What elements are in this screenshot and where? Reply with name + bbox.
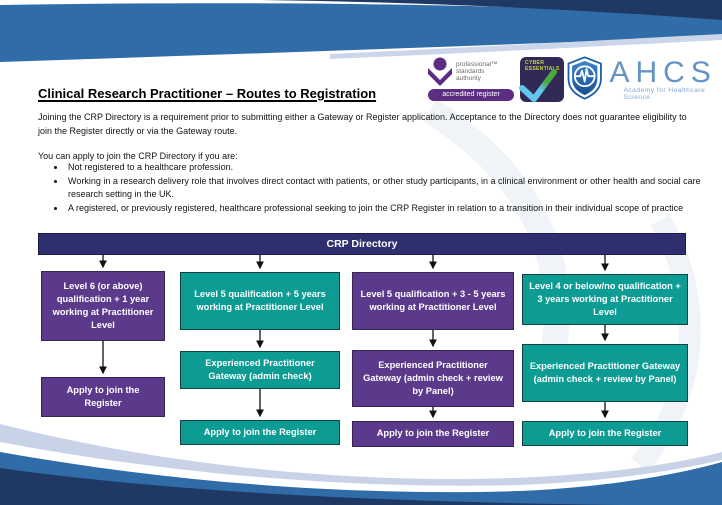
intro-paragraph: Joining the CRP Directory is a requireme… <box>38 112 687 136</box>
psa-accredited-register-badge: accredited register <box>428 89 514 101</box>
ahcs-shield-icon <box>567 56 602 100</box>
flow-box-level5-3-5yrs: Level 5 qualification + 3 - 5 years work… <box>352 272 514 330</box>
page-title: Clinical Research Practitioner – Routes … <box>38 86 377 101</box>
ahcs-logo: AHCS Academy for Healthcare Science <box>564 54 722 102</box>
flow-box-apply-register: Apply to join the Register <box>522 421 688 446</box>
bullet-item: Working in a research delivery role that… <box>66 175 714 201</box>
ahcs-tagline: Academy for Healthcare Science <box>623 87 706 101</box>
eligibility-bullet-list: Not registered to a healthcare professio… <box>38 160 714 216</box>
psa-person-icon <box>428 57 452 86</box>
top-navy-band <box>260 0 722 20</box>
flow-box-gateway-panel: Experienced Practitioner Gateway (admin … <box>352 350 514 407</box>
flow-box-level5-5yrs: Level 5 qualification + 5 years working … <box>180 272 340 330</box>
flow-box-apply-register: Apply to join the Register <box>41 377 165 417</box>
cyber-essentials-text-line2: ESSENTIALS <box>525 65 560 72</box>
flow-box-level4: Level 4 or below/no qualification + 3 ye… <box>522 274 688 325</box>
psa-text-line3: authority <box>456 75 481 83</box>
cyber-essentials-badge: CYBER ESSENTIALS <box>519 57 564 102</box>
psa-accredited-register-logo: professional™ standards authority accred… <box>428 57 518 101</box>
cyber-essentials-text-line1: CYBER <box>525 60 545 66</box>
flow-box-apply-register: Apply to join the Register <box>180 420 340 445</box>
bottom-blue-band <box>0 452 722 505</box>
crp-directory-bar: CRP Directory <box>38 233 686 255</box>
bullet-item: A registered, or previously registered, … <box>66 202 714 215</box>
flow-box-gateway-panel: Experienced Practitioner Gateway (admin … <box>522 344 688 402</box>
psa-text-line1: professional™ <box>456 60 498 68</box>
checkmark-icon <box>519 69 557 102</box>
flow-box-level6: Level 6 (or above) qualification + 1 yea… <box>41 271 165 341</box>
flow-box-gateway-admin: Experienced Practitioner Gateway (admin … <box>180 351 340 389</box>
ahcs-acronym: AHCS <box>609 56 717 89</box>
apply-intro-line: You can apply to join the CRP Directory … <box>38 151 238 161</box>
bullet-item: Not registered to a healthcare professio… <box>66 161 714 174</box>
psa-text-line2: standards <box>456 67 485 75</box>
flow-box-apply-register: Apply to join the Register <box>352 421 514 447</box>
bottom-white-gap <box>0 442 722 505</box>
bottom-navy-band <box>0 468 620 505</box>
